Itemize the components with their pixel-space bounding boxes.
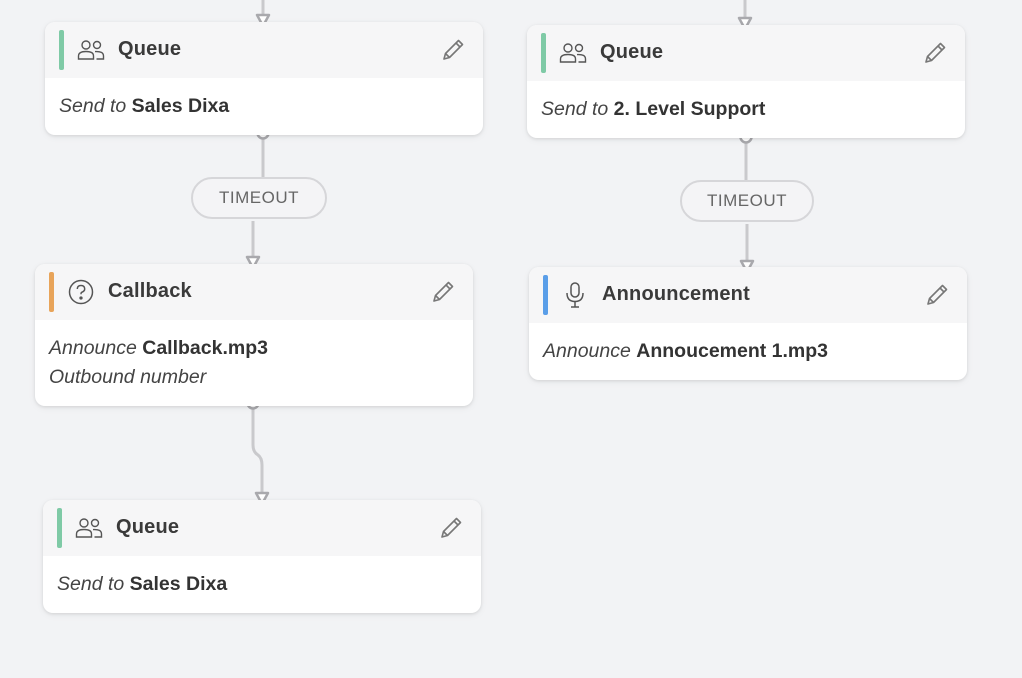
node-detail-line: Send to Sales Dixa [59,92,469,121]
node-detail-line: Send to 2. Level Support [541,95,951,124]
detail-value: Callback.mp3 [142,337,268,359]
queue-node[interactable]: Queue Send to Sales Dixa [45,22,483,135]
edit-icon[interactable] [921,39,949,67]
question-circle-icon [67,279,95,305]
queue-node[interactable]: Queue Send to Sales Dixa [43,500,481,613]
announcement-node[interactable]: Announcement Announce Annoucement 1.mp3 [529,267,967,380]
node-body: Send to Sales Dixa [45,78,483,135]
users-icon [77,38,105,62]
node-header: Announcement [529,267,967,323]
detail-value: Annoucement 1.mp3 [636,340,829,362]
detail-label: Send to [57,573,125,595]
queue-node[interactable]: Queue Send to 2. Level Support [527,25,965,138]
edit-icon[interactable] [439,36,467,64]
edit-icon[interactable] [429,278,457,306]
timeout-connector-label[interactable]: TIMEOUT [191,177,327,219]
node-accent-bar [49,272,54,312]
node-detail-line: Announce Callback.mp3 [49,334,459,363]
detail-label: Announce [543,340,631,362]
node-detail-line: Outbound number [49,363,459,392]
timeout-connector-label[interactable]: TIMEOUT [680,180,814,222]
node-title: Announcement [602,283,750,305]
edit-icon[interactable] [923,281,951,309]
node-accent-bar [541,33,546,73]
node-title: Queue [118,38,182,60]
users-icon [75,516,103,540]
detail-label: Send to [541,98,609,120]
detail-label: Announce [49,337,137,359]
connector-line [251,409,264,492]
node-accent-bar [57,508,62,548]
node-header: Callback [35,264,473,320]
node-accent-bar [59,30,64,70]
node-detail-line: Announce Annoucement 1.mp3 [543,337,953,366]
callback-node[interactable]: Callback Announce Callback.mp3 Outbound … [35,264,473,406]
connector-label: TIMEOUT [219,188,299,207]
node-header: Queue [527,25,965,81]
detail-value: 2. Level Support [613,98,766,120]
node-body: Send to 2. Level Support [527,81,965,138]
microphone-icon [561,282,589,308]
node-header: Queue [45,22,483,78]
node-body: Announce Callback.mp3 Outbound number [35,320,473,406]
connector-label: TIMEOUT [707,191,787,210]
node-title: Queue [600,41,664,63]
node-body: Announce Annoucement 1.mp3 [529,323,967,380]
detail-value: Sales Dixa [129,573,228,595]
node-title: Callback [108,280,192,302]
detail-label: Outbound number [49,366,207,388]
edit-icon[interactable] [437,514,465,542]
node-detail-line: Send to Sales Dixa [57,570,467,599]
node-title: Queue [116,516,180,538]
users-icon [559,41,587,65]
detail-label: Send to [59,95,127,117]
node-body: Send to Sales Dixa [43,556,481,613]
detail-value: Sales Dixa [131,95,230,117]
node-accent-bar [543,275,548,315]
node-header: Queue [43,500,481,556]
